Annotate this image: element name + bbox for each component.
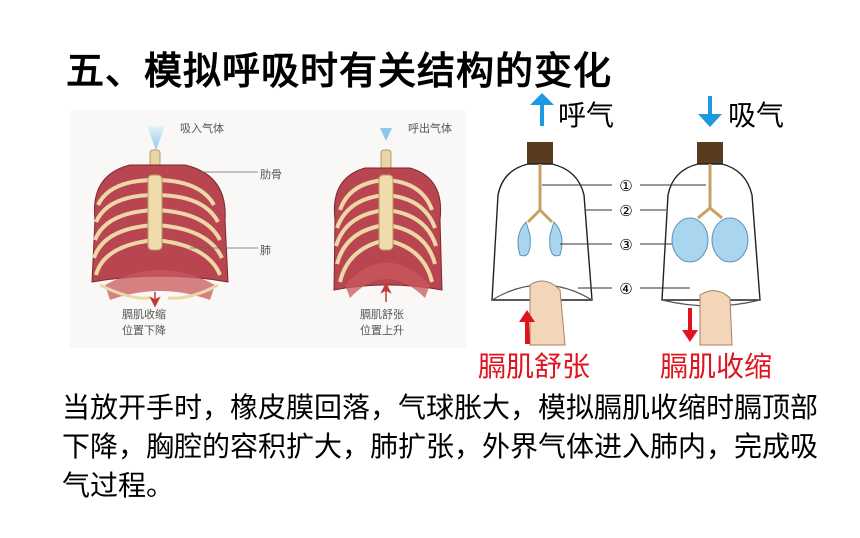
diaphragm-raised <box>345 262 430 298</box>
rib-label: 肋骨 <box>260 168 282 181</box>
inhale-air-icon <box>147 126 165 150</box>
exhale-air-icon <box>380 128 392 141</box>
hand-down <box>699 290 733 346</box>
balloon-deflated-left <box>517 221 531 257</box>
exhale-arrow-icon <box>530 93 554 126</box>
sternum <box>147 174 163 251</box>
balloon-inflated-right <box>711 217 749 263</box>
ribcage-exhale-illustration <box>333 128 443 302</box>
inhale-gas-label: 吸入气体 <box>180 122 224 135</box>
diaphragm-contract-label: 膈肌收缩 <box>660 350 773 383</box>
page-title: 五、模拟呼吸时有关结构的变化 <box>66 49 613 93</box>
up-arrow-small <box>380 282 392 302</box>
down-arrow-small <box>149 292 161 308</box>
explanation-text: 当放开手时，橡皮膜回落，气球胀大，模拟膈肌收缩时膈顶部下降，胸腔的容积扩大，肺扩… <box>62 391 819 502</box>
marker-1: ① <box>619 177 632 195</box>
lung-label: 肺 <box>260 244 271 257</box>
exhale-label: 呼气 <box>558 99 615 132</box>
balloon-inflated-left <box>671 217 709 263</box>
ribs-inhale <box>92 178 224 276</box>
diaphragm-relax-label: 膈肌舒张 <box>478 350 591 383</box>
diaphragm-relax-line1: 膈肌舒张 <box>360 308 404 321</box>
bell-jar-exhale <box>491 142 593 346</box>
bell-jar-inhale <box>661 142 761 346</box>
marker-4: ④ <box>619 280 632 298</box>
marker-3: ③ <box>619 236 632 254</box>
jar-stopper <box>527 142 553 164</box>
inhale-arrow-icon <box>698 96 722 127</box>
jar-glass <box>491 163 593 301</box>
diaphragm-lowered <box>105 270 215 300</box>
diaphragm-relax-line2: 位置上升 <box>360 324 404 337</box>
ribcage-inhale-illustration <box>91 126 258 308</box>
diaphragm-contract-line1: 膈肌收缩 <box>122 308 166 321</box>
marker-2: ② <box>619 202 632 220</box>
inhale-label: 吸气 <box>728 99 785 132</box>
exhale-gas-label: 呼出气体 <box>408 122 452 135</box>
hand-up <box>529 280 566 346</box>
balloon-deflated-right <box>549 221 563 257</box>
diaphragm-contract-line2: 位置下降 <box>122 324 166 337</box>
